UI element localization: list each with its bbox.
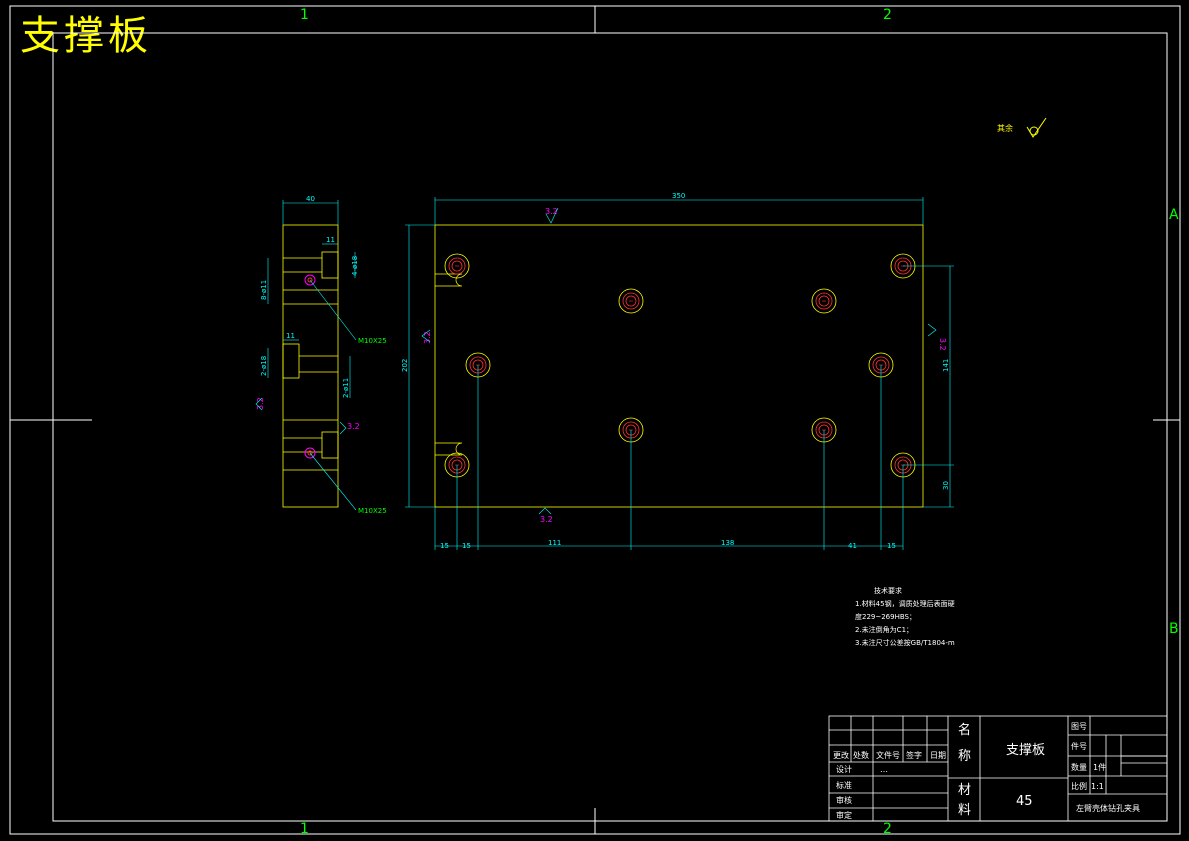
side-counterbore-mid-dimension: 11 [286,332,295,340]
side-hole-top-dimension: 8-ø11 [260,280,268,300]
rev-header: 文件号 [876,750,900,760]
side-counterbore-dimension: 11 [326,236,335,244]
side-dia-mid-dimension: 2-ø18 [260,356,268,376]
assembly-name: 左臂壳体钻孔夹具 [1076,803,1140,813]
side-slot-features [435,273,463,456]
side-right-roughness: 3.2 [347,422,360,431]
thread-callout-bottom: M10X25 [358,507,387,515]
material-value: 45 [1016,794,1033,809]
quantity-value: 1件 [1093,762,1106,772]
bottom-dimension: 15 [887,542,896,550]
role-label: 审核 [836,795,852,805]
designer-value: … [880,765,888,774]
side-dimension-lines [267,200,357,511]
roughness-symbol-icon [1026,117,1047,138]
height-dimension: 202 [401,359,409,372]
name-label: 名 [958,722,971,738]
front-dimension-lines [405,197,954,550]
counterbore-hole [618,288,644,314]
rev-header: 签字 [906,750,922,760]
thread-callout-top: M10X25 [358,337,387,345]
notes-line: 1.材料45钢，调质处理后表面硬 [855,599,955,608]
roughness-symbol-icon [421,329,431,343]
right-offset-dimension: 30 [942,481,950,490]
side-thread-holes [304,274,316,459]
bottom-dimension: 138 [721,539,734,547]
zone-label: B [1169,621,1179,637]
rev-header: 处数 [853,750,869,760]
right-pitch-dimension: 141 [942,359,950,372]
roughness-symbol-icon [538,507,552,515]
counterbore-hole [444,253,470,279]
bottom-face-roughness: 3.2 [540,515,553,524]
top-face-roughness: 3.2 [545,207,558,216]
roughness-symbol-icon [255,397,263,411]
bottom-dimension: 15 [440,542,449,550]
scale-label: 比例 [1071,781,1087,791]
right-face-roughness: 3.2 [938,338,947,351]
scale-value: 1:1 [1091,782,1104,791]
front-view-outline [434,224,924,508]
bottom-dimension: 41 [848,542,857,550]
notes-title: 技术要求 [874,586,902,595]
role-label: 审定 [836,810,852,820]
part-name: 支撑板 [1006,743,1045,758]
side-left-roughness: 3.2 [256,397,265,410]
side-view [282,224,339,508]
name-label: 称 [958,749,971,764]
side-dia-top-dimension: 4-ø18 [351,256,359,276]
left-face-roughness: 3.2 [423,331,432,344]
zone-label: 2 [883,821,892,837]
roughness-symbol-icon [339,421,347,435]
roughness-circle-icon [1029,126,1039,136]
title-block [828,715,1168,822]
material-label: 料 [958,803,971,818]
side-hole-mid-dimension: 2-ø11 [342,378,350,398]
other-roughness-label: 其余 [997,123,1013,133]
notes-line: 2.未注倒角为C1； [855,625,913,634]
zone-label: 1 [300,821,309,837]
counterbore-hole [811,288,837,314]
drawing-no-label: 图号 [1071,722,1087,731]
bottom-dimension: 111 [548,539,561,547]
rev-header: 更改 [833,750,849,760]
material-label: 材 [958,783,971,798]
item-no-label: 件号 [1071,741,1087,751]
hole-pattern [444,253,916,478]
inner-border [52,32,1168,822]
side-width-dimension: 40 [306,195,315,203]
zone-label: A [1169,207,1179,223]
length-dimension: 350 [672,192,685,200]
notes-line: 3.未注尺寸公差按GB/T1804-m [855,638,955,647]
role-label: 设计 [836,764,852,774]
zone-label: 1 [300,7,309,23]
rev-header: 日期 [930,751,946,760]
roughness-symbol-icon [545,207,559,224]
bottom-dimension: 15 [462,542,471,550]
notes-line: 度229~269HBS； [855,612,916,621]
drawing-title: 支撑板 [20,13,152,59]
quantity-label: 数量 [1071,762,1087,772]
zone-label: 2 [883,7,892,23]
roughness-symbol-icon [927,323,937,337]
role-label: 标准 [836,780,852,790]
